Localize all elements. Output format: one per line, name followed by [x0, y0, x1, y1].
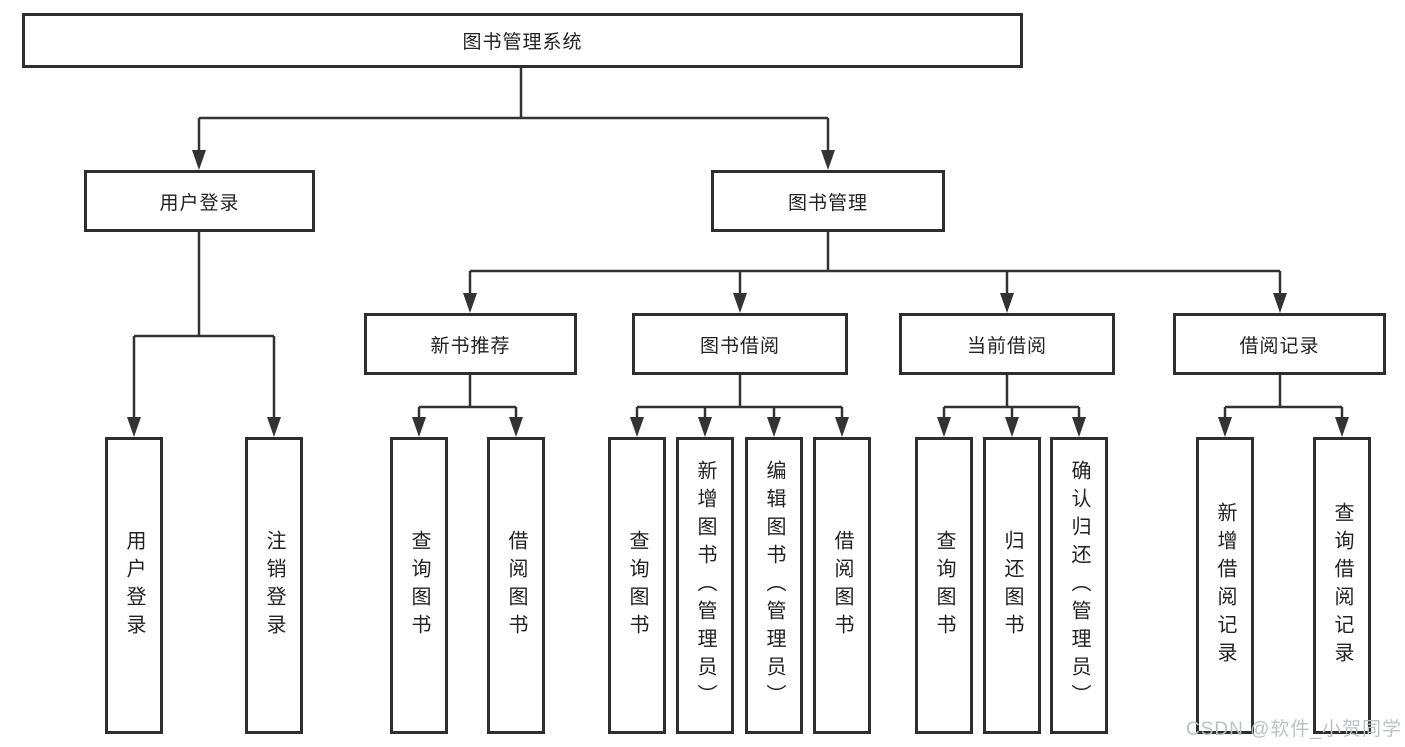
node-label: 图书借阅 [699, 335, 780, 357]
leaf-label: 确认归还（管理员） [1068, 459, 1090, 712]
node-label: 当前借阅 [966, 335, 1047, 357]
leaf-label: 编辑图书（管理员） [763, 459, 785, 712]
leaf-logout: 注销登录 [245, 437, 303, 734]
leaf-borrow-books-recommend: 借阅图书 [487, 437, 545, 734]
node-library-system: 图书管理系统 [22, 13, 1023, 68]
leaf-label: 新增借阅记录 [1214, 501, 1236, 670]
leaf-query-books-borrow: 查询图书 [608, 437, 666, 734]
node-book-borrow: 图书借阅 [632, 313, 848, 375]
leaf-label: 归还图书 [1001, 529, 1023, 642]
leaf-label: 用户登录 [123, 529, 145, 642]
node-label: 图书管理系统 [462, 32, 583, 53]
leaf-confirm-return-admin: 确认归还（管理员） [1050, 437, 1108, 734]
node-label: 新书推荐 [430, 335, 511, 357]
node-label: 用户登录 [159, 192, 240, 214]
leaf-label: 新增图书（管理员） [694, 459, 716, 712]
leaf-borrow-books: 借阅图书 [813, 437, 871, 734]
node-new-book-recommend: 新书推荐 [364, 313, 577, 375]
leaf-add-books-admin: 新增图书（管理员） [676, 437, 734, 734]
leaf-query-borrow-record: 查询借阅记录 [1313, 437, 1371, 734]
node-borrow-records: 借阅记录 [1173, 313, 1386, 375]
arrowhead-icons [127, 150, 1349, 437]
leaf-query-books-recommend: 查询图书 [390, 437, 448, 734]
node-book-management: 图书管理 [711, 170, 945, 232]
leaf-label: 查询图书 [408, 529, 430, 642]
node-label: 借阅记录 [1239, 335, 1320, 357]
node-current-borrow: 当前借阅 [899, 313, 1115, 375]
leaf-return-books: 归还图书 [983, 437, 1041, 734]
csdn-watermark: CSDN @软件_小贺同学 [1186, 719, 1402, 740]
leaf-query-books-current: 查询图书 [915, 437, 973, 734]
leaf-label: 注销登录 [263, 529, 285, 642]
leaf-label: 查询图书 [933, 529, 955, 642]
leaf-label: 借阅图书 [831, 529, 853, 642]
leaf-edit-books-admin: 编辑图书（管理员） [745, 437, 803, 734]
node-user-login: 用户登录 [84, 170, 315, 232]
leaf-add-borrow-record: 新增借阅记录 [1196, 437, 1254, 734]
leaf-label: 查询图书 [626, 529, 648, 642]
leaf-user-login: 用户登录 [105, 437, 163, 734]
leaf-label: 查询借阅记录 [1331, 501, 1353, 670]
leaf-label: 借阅图书 [505, 529, 527, 642]
node-label: 图书管理 [787, 192, 868, 214]
